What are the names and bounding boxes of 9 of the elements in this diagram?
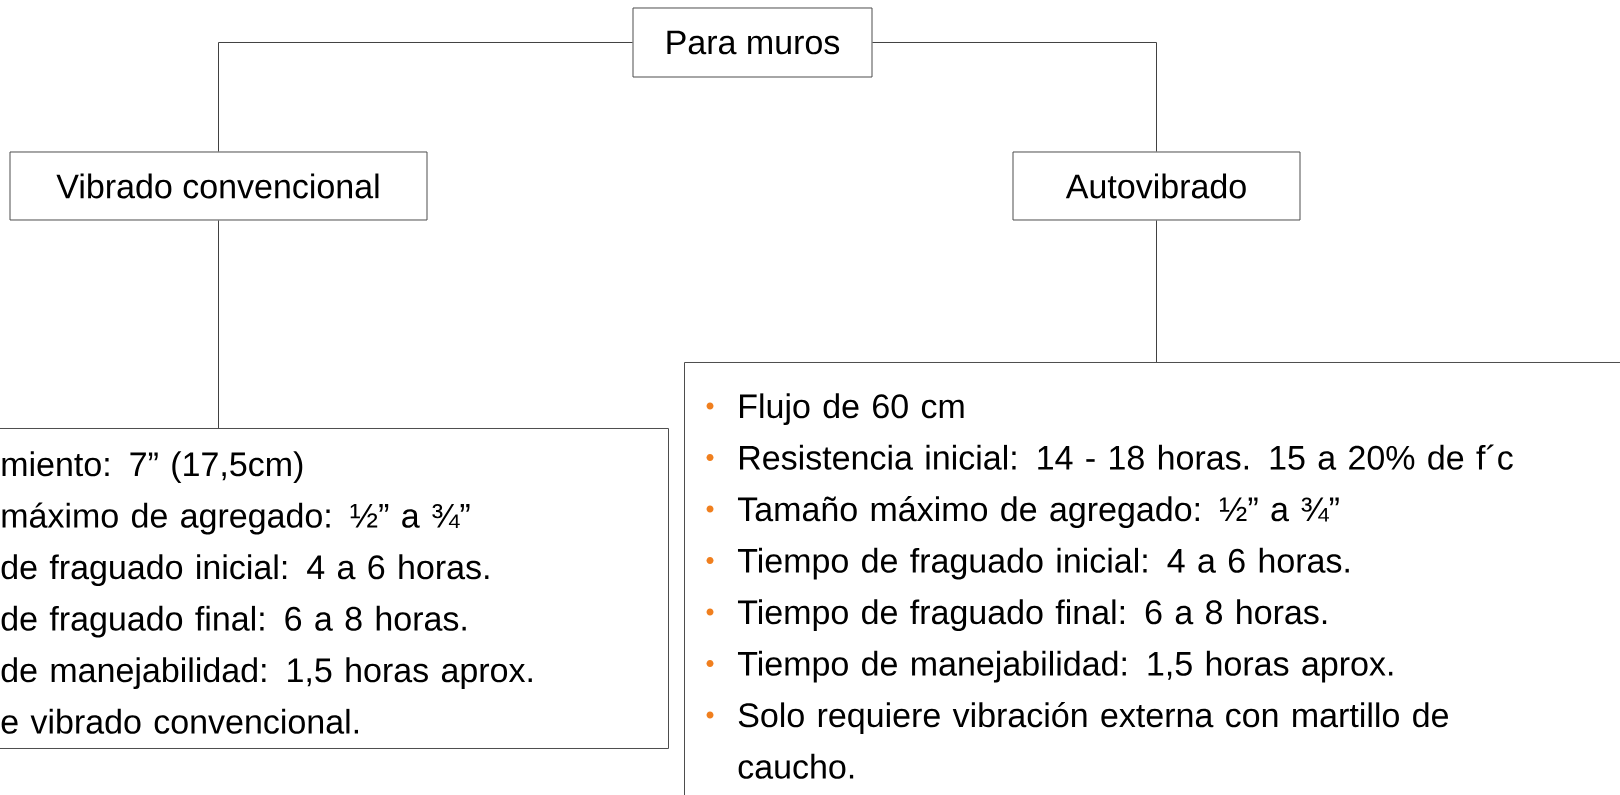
heading-box: Vibrado convencional (9, 151, 428, 221)
connector-line (872, 42, 1157, 152)
connector-line (1156, 220, 1157, 363)
bullet-list-box: Flujo de 60 cm Resistencia inicial: 14 - 18 horas. 15 a 20% de f´c Tamaño máximo de agregado: ½” a ¾” Tiempo de fraguado inicial: 4 a 6 horas. Tiempo de fraguado final: 6 a 8 horas. Tiempo de manejabilidad: 1,5 horas aprox. Solo requiere vibración externa con martillo de caucho. (684, 362, 1620, 795)
text-box: miento: 7” (17,5cm) máximo de agregado: ½” a ¾” de fraguado inicial: 4 a 6 horas. de fraguado final: 6 a 8 horas. de manejabilidad: 1,5 horas aprox. e vibrado convencional. (0, 428, 669, 749)
connector-line (218, 220, 219, 429)
connector-line (218, 42, 633, 152)
heading-box: Para muros (632, 7, 873, 78)
heading-box: Autovibrado (1012, 151, 1301, 221)
